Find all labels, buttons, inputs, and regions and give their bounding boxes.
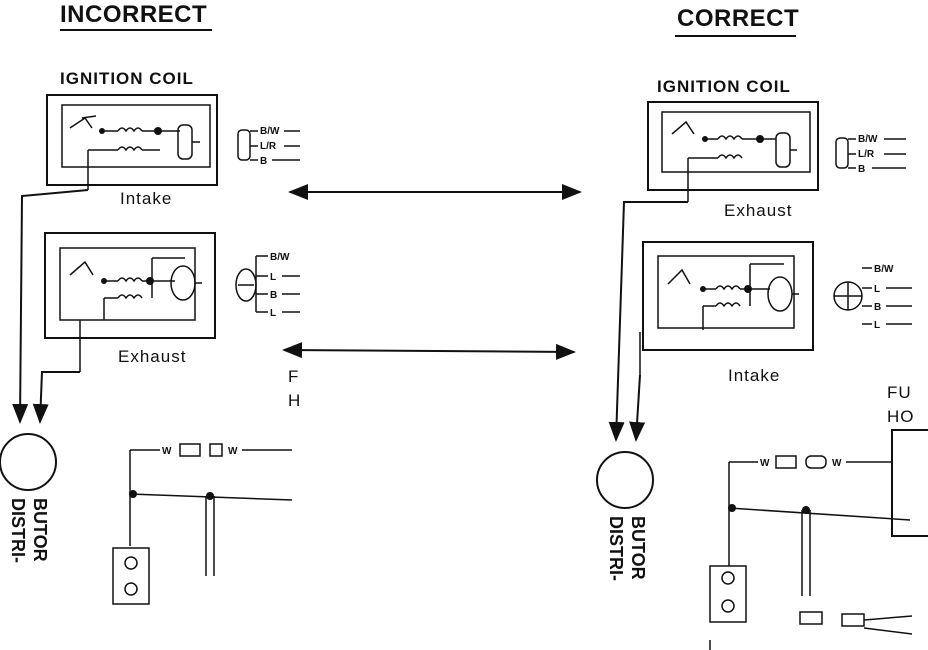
left-top-coil [46, 94, 218, 190]
left-wire-w-label-b: W [228, 446, 238, 457]
swap-arrow-bottom [282, 342, 576, 360]
left-top-conn-lr: L/R [260, 141, 277, 152]
correct-panel: CORRECT IGNITION COIL Exhaust B/W [596, 5, 928, 650]
left-bottom-coil [44, 232, 216, 372]
left-cut-text-2: H [288, 391, 301, 410]
right-wire-exhaust-to-distributor [608, 201, 688, 442]
right-lower-wiring: W W [709, 429, 928, 650]
left-bottom-conn-l1: L [270, 272, 276, 283]
right-bottom-coil-label: Intake [728, 366, 780, 385]
left-top-coil-label: Intake [120, 189, 172, 208]
left-lower-wiring: W W [112, 443, 293, 605]
right-cut-text-2: HO [887, 407, 915, 426]
incorrect-heading: INCORRECT [60, 1, 207, 28]
left-ignition-coil-title: IGNITION COIL [60, 69, 194, 88]
right-bottom-coil [639, 241, 814, 375]
left-top-conn-bw: B/W [260, 126, 280, 137]
right-top-conn-lr: L/R [858, 149, 875, 160]
right-bottom-connector: B/W L B L [833, 264, 912, 331]
correct-heading: CORRECT [677, 5, 799, 32]
right-wire-w-label-b: W [832, 458, 842, 469]
right-wire-w-label-a: W [760, 458, 770, 469]
right-distributor [596, 451, 654, 509]
left-wire-w-label-a: W [162, 446, 172, 457]
right-top-conn-bw: B/W [858, 134, 878, 145]
right-top-coil [647, 101, 819, 202]
left-distributor-label: DISTRI- BUTOR [8, 498, 50, 563]
right-bottom-conn-b: B [874, 302, 881, 313]
left-top-conn-b: B [260, 156, 267, 167]
svg-text:BUTOR: BUTOR [628, 516, 648, 580]
left-bottom-conn-bw: B/W [270, 252, 290, 263]
left-bottom-conn-b: B [270, 290, 277, 301]
right-top-connector: B/W L/R B [835, 134, 906, 175]
right-distributor-label: DISTRI- BUTOR [606, 516, 648, 581]
right-bottom-conn-l2: L [874, 320, 880, 331]
right-wire-intake-to-distributor [629, 374, 646, 442]
left-bottom-conn-l2: L [270, 308, 276, 319]
left-wire-exhaust-to-distributor [32, 371, 80, 424]
left-bottom-connector: B/W L B L [235, 252, 300, 319]
right-cut-text-1: FU [887, 383, 912, 402]
right-ignition-coil-title: IGNITION COIL [657, 77, 791, 96]
svg-text:DISTRI-: DISTRI- [606, 516, 626, 581]
left-bottom-coil-label: Exhaust [118, 347, 186, 366]
right-bottom-conn-l1: L [874, 284, 880, 295]
incorrect-panel: INCORRECT IGNITION COIL Intake [0, 1, 301, 605]
svg-text:BUTOR: BUTOR [30, 498, 50, 562]
right-bottom-conn-bw: B/W [874, 264, 894, 275]
left-top-connector: B/W L/R B [237, 126, 300, 167]
left-cut-text-1: F [288, 367, 299, 386]
right-top-conn-b: B [858, 164, 865, 175]
svg-text:DISTRI-: DISTRI- [8, 498, 28, 563]
right-top-coil-label: Exhaust [724, 201, 792, 220]
left-distributor [0, 433, 57, 491]
left-wire-intake-to-distributor [12, 189, 89, 424]
